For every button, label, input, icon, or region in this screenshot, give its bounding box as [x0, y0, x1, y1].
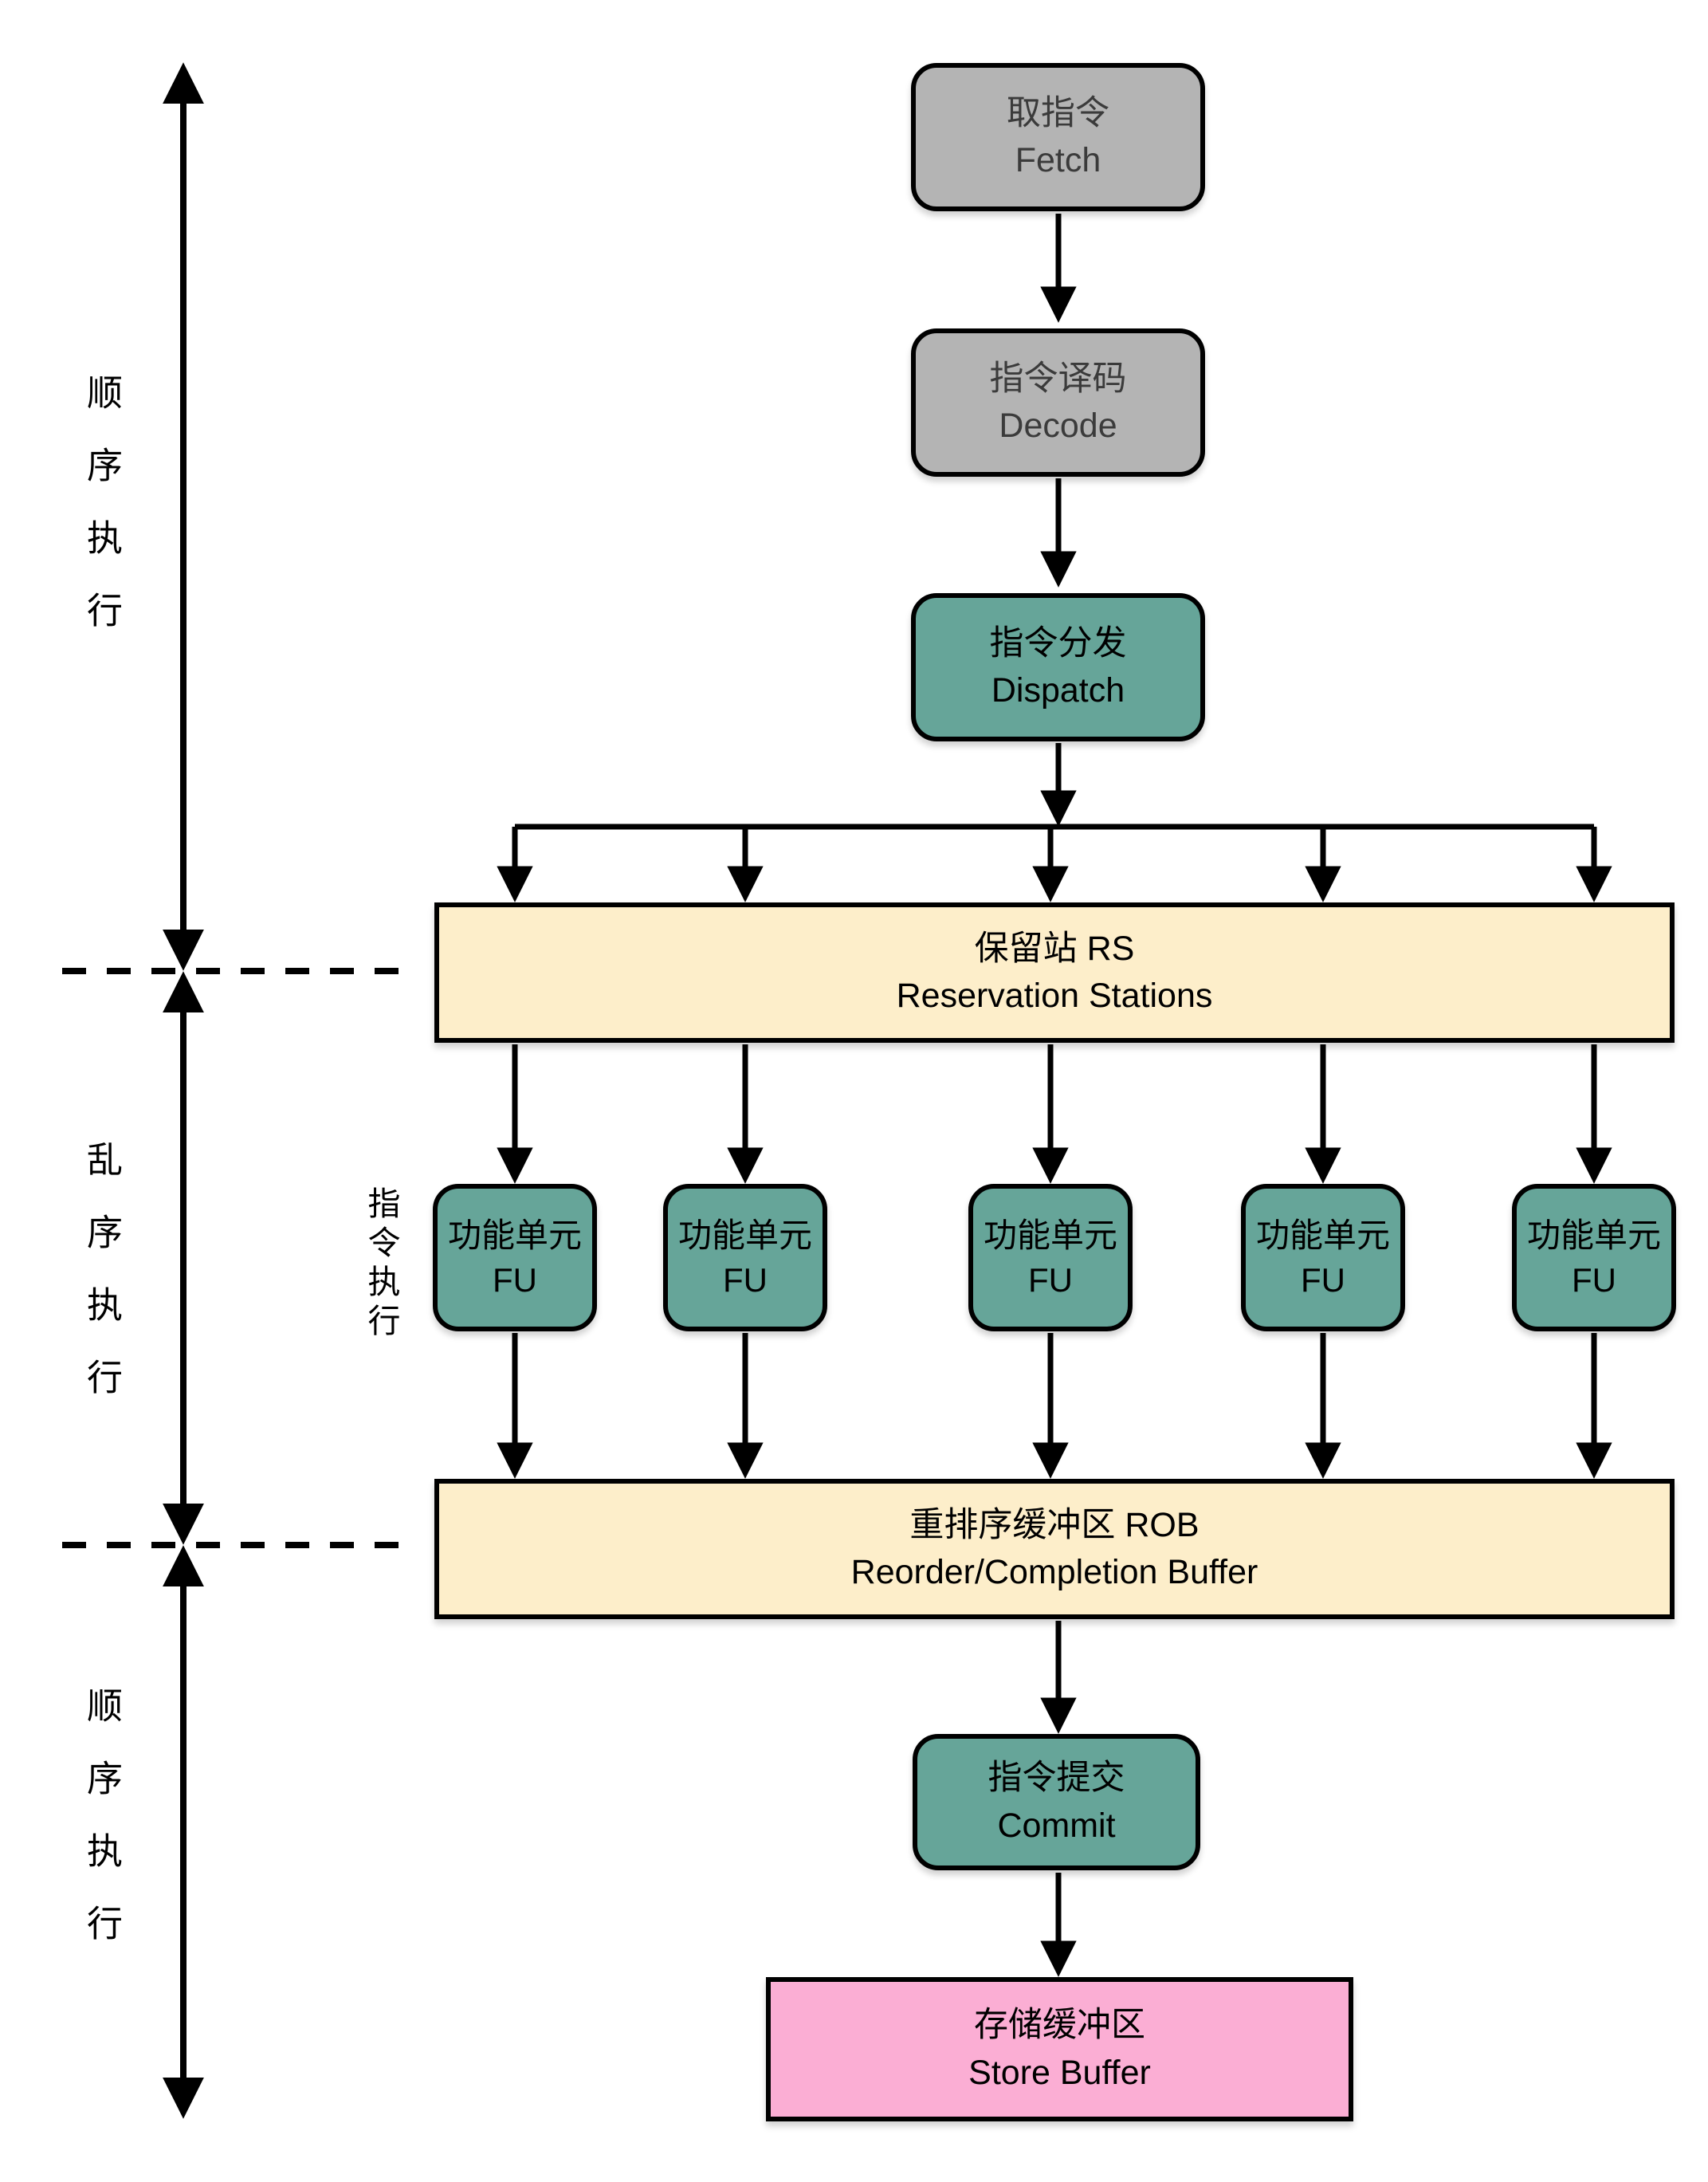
- node-decode: 指令译码 Decode: [911, 328, 1205, 477]
- node-fu-3-label-zh: 功能单元: [983, 1217, 1117, 1255]
- node-fu-5-label-en: FU: [1572, 1260, 1616, 1299]
- node-rob-label-zh: 重排序缓冲区 ROB: [909, 1505, 1200, 1544]
- node-fu-5-label-zh: 功能单元: [1526, 1217, 1661, 1255]
- node-fu-3: 功能单元 FU: [968, 1184, 1133, 1331]
- node-dispatch-label-en: Dispatch: [991, 671, 1125, 710]
- node-rob-label-en: Reorder/Completion Buffer: [850, 1553, 1258, 1591]
- node-fu-4-label-zh: 功能单元: [1255, 1217, 1390, 1255]
- label-instruction-execute: 指令执行: [363, 1186, 399, 1343]
- node-fu-5: 功能单元 FU: [1512, 1184, 1676, 1331]
- node-fetch: 取指令 Fetch: [911, 63, 1205, 211]
- node-reorder-buffer: 重排序缓冲区 ROB Reorder/Completion Buffer: [434, 1479, 1675, 1619]
- node-rs-label-zh: 保留站 RS: [974, 929, 1135, 968]
- node-fu-1: 功能单元 FU: [433, 1184, 597, 1331]
- node-rs-label-en: Reservation Stations: [896, 977, 1213, 1015]
- node-dispatch: 指令分发 Dispatch: [911, 593, 1205, 741]
- node-commit-label-zh: 指令提交: [987, 1759, 1125, 1798]
- node-commit-label-en: Commit: [997, 1806, 1116, 1845]
- node-store-label-en: Store Buffer: [968, 2053, 1151, 2092]
- node-fu-2-label-zh: 功能单元: [677, 1217, 812, 1255]
- node-fu-2-label-en: FU: [723, 1260, 768, 1299]
- node-decode-label-en: Decode: [999, 407, 1117, 445]
- node-decode-label-zh: 指令译码: [989, 359, 1127, 398]
- node-fu-4-label-en: FU: [1301, 1260, 1345, 1299]
- node-fu-1-label-zh: 功能单元: [447, 1217, 582, 1255]
- node-fu-3-label-en: FU: [1028, 1260, 1073, 1299]
- node-fetch-label-zh: 取指令: [1007, 93, 1109, 132]
- node-store-buffer: 存储缓冲区 Store Buffer: [766, 1977, 1353, 2121]
- node-reservation-stations: 保留站 RS Reservation Stations: [434, 902, 1675, 1043]
- node-fu-2: 功能单元 FU: [663, 1184, 827, 1331]
- label-in-order-top: 顺序执行: [81, 374, 122, 664]
- node-fu-4: 功能单元 FU: [1241, 1184, 1405, 1331]
- node-store-label-zh: 存储缓冲区: [974, 2006, 1145, 2045]
- label-in-order-bottom: 顺序执行: [81, 1687, 122, 1977]
- label-out-of-order: 乱序执行: [81, 1141, 122, 1431]
- node-fetch-label-en: Fetch: [1015, 141, 1101, 179]
- node-commit: 指令提交 Commit: [913, 1734, 1200, 1870]
- node-fu-1-label-en: FU: [493, 1260, 537, 1299]
- node-dispatch-label-zh: 指令分发: [989, 623, 1127, 662]
